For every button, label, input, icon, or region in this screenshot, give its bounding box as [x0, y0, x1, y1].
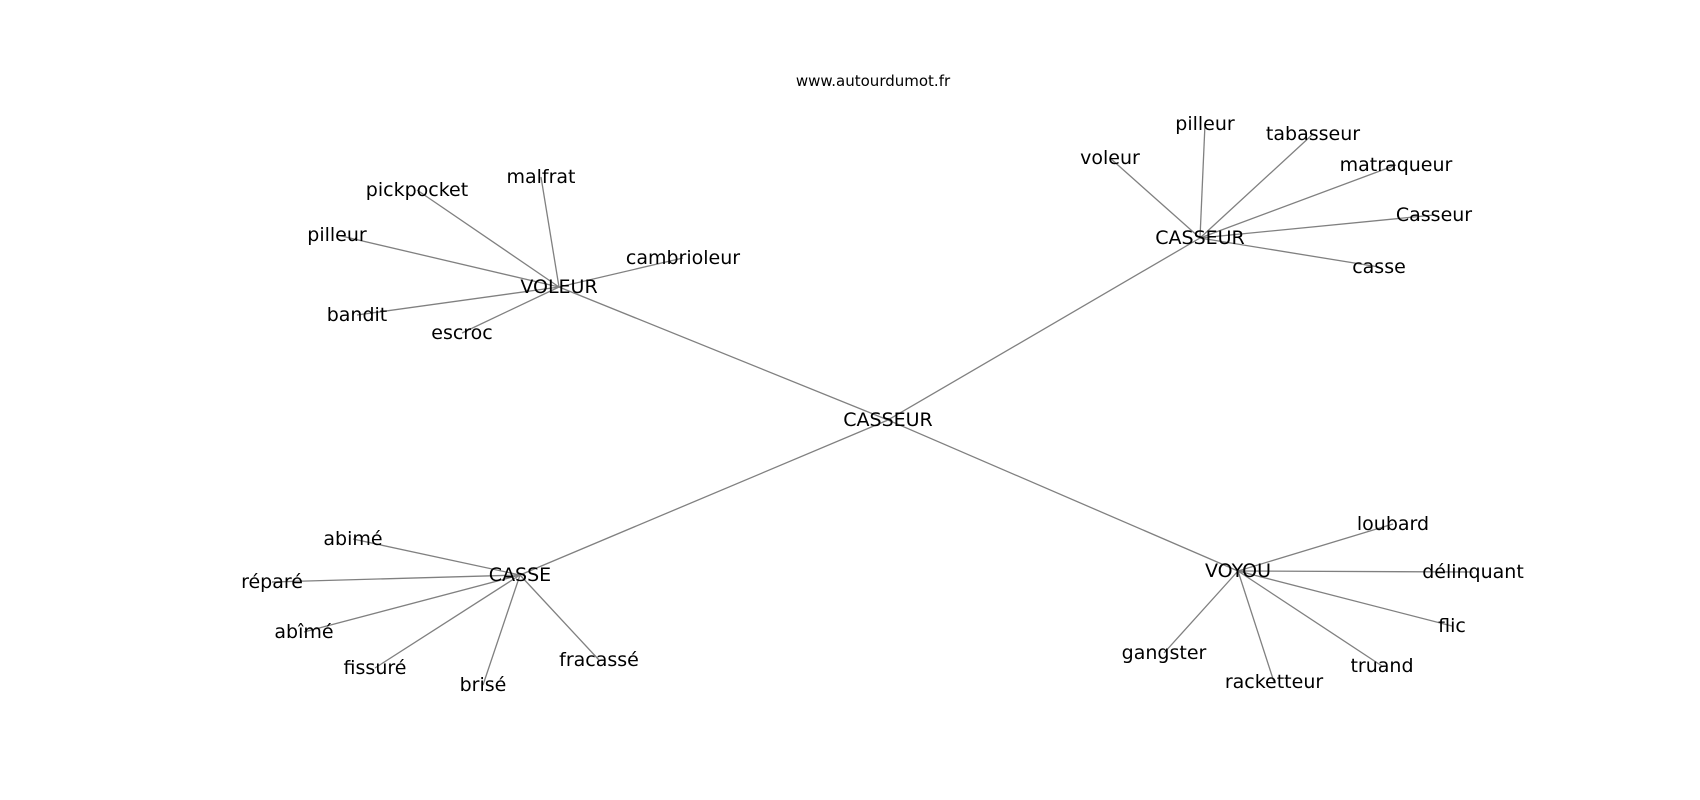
node-voyou: VOYOU	[1205, 560, 1271, 582]
edge-casseur_hub-casseur_matraqueur	[1199, 164, 1397, 239]
node-casseur-casseur: Casseur	[1396, 204, 1472, 226]
node-voleur-malfrat: malfrat	[506, 166, 575, 188]
edge-root-casseur_hub	[887, 237, 1201, 421]
edge-voyou-voyou_racketteur	[1237, 570, 1275, 683]
node-voleur-pilleur: pilleur	[307, 224, 367, 246]
edge-casse-casse_brise	[482, 574, 521, 686]
edge-root-voyou	[887, 419, 1239, 572]
edge-casse-casse_fracasse	[519, 574, 600, 661]
node-voyou-flic: flic	[1438, 615, 1466, 637]
node-voleur-cambrioleur: cambrioleur	[626, 247, 740, 269]
node-voyou-racketteur: racketteur	[1225, 671, 1324, 693]
edge-voyou-voyou_loubard	[1237, 523, 1394, 572]
edge-casse-casse_abime2	[303, 574, 521, 633]
node-casseur-casse: casse	[1352, 256, 1406, 278]
node-voleur-pickpocket: pickpocket	[366, 179, 468, 201]
node-casseur-tabasseur: tabasseur	[1266, 123, 1360, 145]
node-voyou-truand: truand	[1350, 655, 1413, 677]
edge-casse-casse_abime	[352, 538, 521, 576]
node-casse-fissure: fissuré	[344, 657, 407, 679]
edge-voyou-voyou_flic	[1237, 570, 1453, 627]
edge-voleur-voleur_pilleur	[336, 234, 560, 288]
edge-casseur_hub-casseur_voleur	[1109, 157, 1201, 239]
edge-layer	[271, 123, 1474, 686]
node-casse-abime: abimé	[323, 528, 382, 550]
node-casseur-pilleur: pilleur	[1175, 113, 1235, 135]
edge-casseur_hub-casseur_casseur	[1199, 214, 1435, 239]
edge-casse-casse_repare	[271, 574, 521, 583]
node-root: CASSEUR	[843, 409, 933, 431]
node-voyou-delinquant: délinquant	[1422, 561, 1524, 583]
node-voleur-escroc: escroc	[431, 322, 493, 344]
node-layer: CASSEUR VOLEUR CASSEUR CASSE VOYOU malfrat pic…	[241, 113, 1524, 696]
edge-voyou-voyou_delinquant	[1237, 570, 1474, 573]
edge-voleur-voleur_pickpocket	[416, 189, 560, 288]
node-voleur-bandit: bandit	[327, 304, 388, 326]
node-voyou-loubard: loubard	[1357, 513, 1429, 535]
edge-voleur-voleur_malfrat	[540, 176, 560, 288]
edge-voyou-voyou_gangster	[1163, 570, 1239, 654]
edge-root-casse	[519, 419, 889, 576]
edge-voleur-voleur_bandit	[356, 286, 560, 316]
edge-voyou-voyou_truand	[1237, 570, 1383, 667]
edge-voleur-voleur_cambrioleur	[558, 257, 684, 288]
node-casse-abime2: abîmé	[274, 621, 333, 643]
node-voyou-gangster: gangster	[1122, 642, 1207, 664]
edge-voleur-voleur_escroc	[461, 286, 560, 334]
edge-casse-casse_fissure	[374, 574, 521, 669]
node-voleur: VOLEUR	[520, 276, 597, 298]
edge-casseur_hub-casseur_casse	[1199, 237, 1380, 268]
node-casse-fracasse: fracassé	[559, 649, 639, 671]
site-url: www.autourdumot.fr	[796, 72, 951, 90]
edge-root-voleur	[558, 286, 889, 421]
node-casseur-matraqueur: matraqueur	[1340, 154, 1453, 176]
edge-casseur_hub-casseur_pilleur	[1199, 123, 1206, 239]
node-casseur-voleur: voleur	[1080, 147, 1140, 169]
node-casse-repare: réparé	[241, 571, 303, 593]
edge-casseur_hub-casseur_tabasseur	[1199, 133, 1314, 239]
node-casse-brise: brisé	[460, 674, 507, 696]
node-casseur-hub: CASSEUR	[1155, 227, 1245, 249]
node-casse: CASSE	[489, 564, 551, 586]
